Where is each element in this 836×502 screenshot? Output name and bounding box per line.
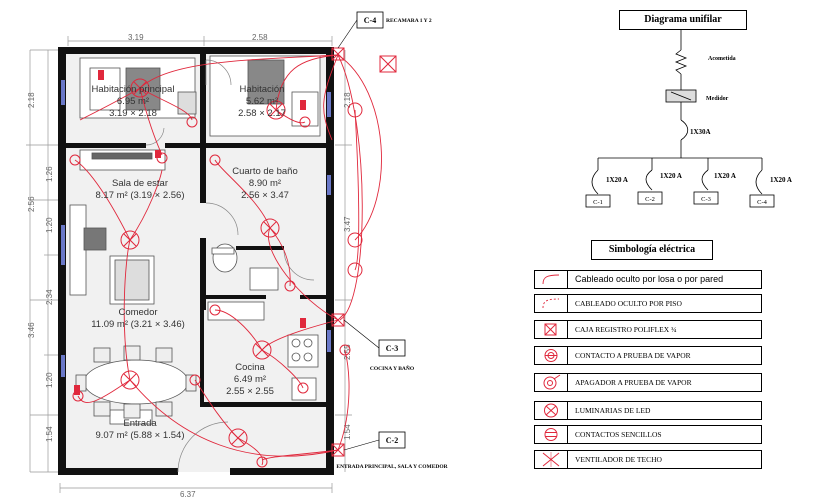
simple-outlet-icon <box>535 426 568 443</box>
circuit-id: C-4 <box>364 16 376 25</box>
legend-item: CABLEADO OCULTO POR PISO <box>534 294 762 313</box>
legend-item: CONTACTOS SENCILLOS <box>534 425 762 444</box>
circuit-label: COCINA Y BAÑO <box>370 364 415 372</box>
room-labels: Habitación principal 6.95 m² 3.19 × 2.18… <box>91 84 298 441</box>
single-line-diagram <box>591 30 763 195</box>
room-area: 11.09 m² (3.21 × 3.46) <box>91 319 185 330</box>
floor-wiring-icon <box>535 295 568 312</box>
dim-left-3: 2.56 <box>27 196 36 212</box>
branch-breaker-label: 1X20 A <box>660 172 682 180</box>
dim-left-5: 2.34 <box>45 289 54 305</box>
circuit-callout-c2: C-2 ENTRADA PRINCIPAL, SALA Y COMEDOR <box>336 431 449 470</box>
room-name: Cuarto de baño <box>232 166 298 177</box>
circuit-box-label: C-1 <box>593 199 603 206</box>
room-size: 2.55 × 2.55 <box>226 386 274 397</box>
circuit-id: C-3 <box>386 344 398 353</box>
legend-label: CONTACTOS SENCILLOS <box>575 430 662 439</box>
legend-item: CONTACTO A PRUEBA DE VAPOR <box>534 346 762 365</box>
legend-label: APAGADOR A PRUEBA DE VAPOR <box>575 378 692 387</box>
legend-item: Cableado oculto por losa o por pared <box>534 270 762 289</box>
main-breaker-label: 1X30A <box>690 128 711 136</box>
dim-left-2: 1.26 <box>45 166 54 182</box>
circuit-box-label: C-2 <box>645 196 655 203</box>
furniture <box>69 55 321 425</box>
legend-label: CONTACTO A PRUEBA DE VAPOR <box>575 351 691 360</box>
dims-left: 2.18 1.26 2.56 1.20 2.34 3.46 1.20 1.54 <box>27 92 54 442</box>
branch-breaker-label: 1X20 A <box>714 172 736 180</box>
junction-box-icon <box>535 321 568 338</box>
concealed-wiring-icon <box>535 271 568 288</box>
legend-item: APAGADOR A PRUEBA DE VAPOR <box>534 373 762 392</box>
dims-right: 2.18 3.47 2.55 1.54 <box>343 92 352 440</box>
ceiling-fan-icon <box>535 451 568 468</box>
circuit-box-label: C-4 <box>757 199 768 206</box>
circuit-boxes <box>585 191 775 208</box>
electrical-symbols <box>69 47 397 468</box>
circuit-label: ENTRADA PRINCIPAL, SALA Y COMEDOR <box>336 464 448 470</box>
room-name: Habitación principal <box>92 84 175 95</box>
legend-item: CAJA REGISTRO POLIFLEX ¾ <box>534 320 762 339</box>
circuit-id: C-2 <box>386 436 398 445</box>
dim-bottom: 6.37 <box>180 490 196 499</box>
electrical-wiring <box>74 54 382 466</box>
room-area: 8.90 m² <box>249 178 281 189</box>
circuit-box-label: C-3 <box>701 196 711 203</box>
dim-right-1: 2.18 <box>343 92 352 108</box>
room-area: 6.49 m² <box>234 374 266 385</box>
legend-label: CAJA REGISTRO POLIFLEX ¾ <box>575 325 677 334</box>
legend-label: Cableado oculto por losa o por pared <box>575 274 724 284</box>
circuit-label: RECAMARA 1 Y 2 <box>386 18 432 24</box>
legend-item: LUMINARIAS DE LED <box>534 401 762 420</box>
room-area: 9.07 m² (5.88 × 1.54) <box>96 430 185 441</box>
room-name: Cocina <box>235 362 265 373</box>
vaporproof-outlet-icon <box>535 347 568 364</box>
medidor-label: Medidor <box>706 96 729 102</box>
room-size: 2.58 × 2.17 <box>238 108 286 119</box>
room-area: 5.62 m² <box>246 96 278 107</box>
dim-right-2: 3.47 <box>343 216 352 232</box>
dim-right-3: 2.55 <box>343 344 352 360</box>
circuit-callout-c3: C-3 COCINA Y BAÑO <box>343 319 415 372</box>
dim-left-6: 3.46 <box>27 322 36 338</box>
acometida-label: Acometida <box>708 56 736 62</box>
legend-label: VENTILADOR DE TECHO <box>575 455 662 464</box>
led-light-icon <box>535 402 568 419</box>
room-area: 6.95 m² <box>117 96 149 107</box>
legend-title: Simbología eléctrica <box>591 240 713 260</box>
dim-left-8: 1.54 <box>45 426 54 442</box>
vaporproof-switch-icon <box>535 374 568 391</box>
dim-left-7: 1.20 <box>45 372 54 388</box>
dim-right-4: 1.54 <box>343 424 352 440</box>
room-area: 8.17 m² (3.19 × 2.56) <box>96 190 185 201</box>
branch-breaker-label: 1X20 A <box>770 176 792 184</box>
dim-top-2: 2.58 <box>252 33 268 42</box>
windows <box>61 80 331 377</box>
room-name: Entrada <box>123 418 157 429</box>
room-name: Sala de estar <box>112 178 168 189</box>
dim-left-4: 1.20 <box>45 217 54 233</box>
legend-label: CABLEADO OCULTO POR PISO <box>575 299 682 308</box>
room-name: Habitación <box>240 84 285 95</box>
room-name: Comedor <box>118 307 157 318</box>
room-size: 3.19 × 2.18 <box>109 108 157 119</box>
unifilar-title: Diagrama unifilar <box>619 10 747 30</box>
circuit-callout-c4: C-4 RECAMARA 1 Y 2 <box>337 11 432 49</box>
branch-breaker-label: 1X20 A <box>606 176 628 184</box>
legend-item: VENTILADOR DE TECHO <box>534 450 762 469</box>
dim-top-1: 3.19 <box>128 33 144 42</box>
legend-label: LUMINARIAS DE LED <box>575 406 651 415</box>
dim-left-1: 2.18 <box>27 92 36 108</box>
room-size: 2.56 × 3.47 <box>241 190 289 201</box>
wiring-stubs <box>74 70 306 395</box>
